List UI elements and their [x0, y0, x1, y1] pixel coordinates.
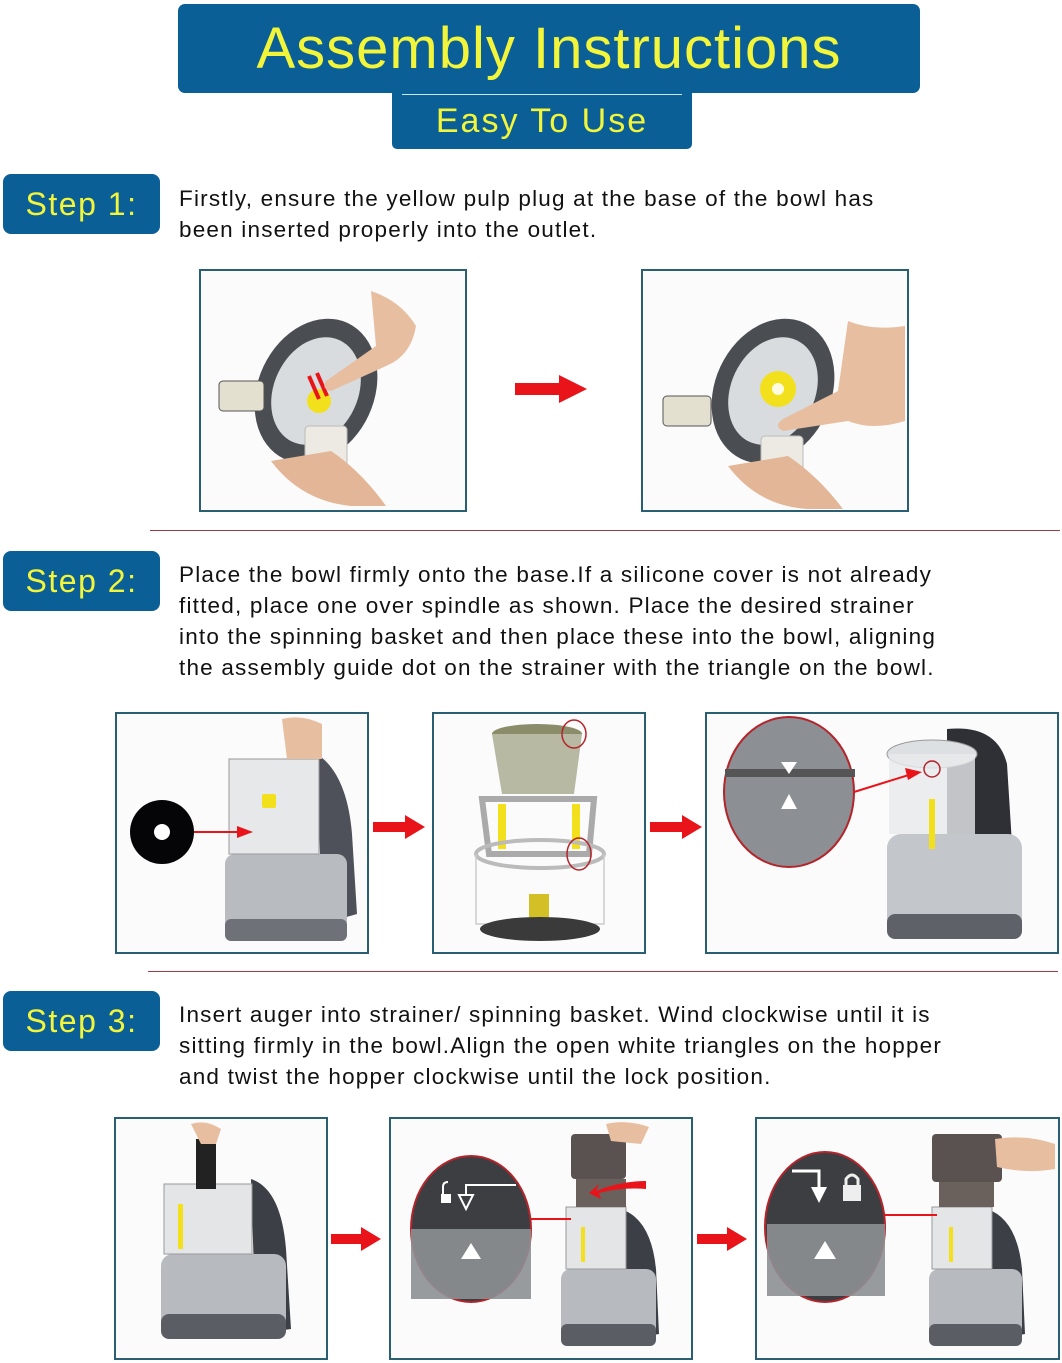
step-2-label: Step 2:: [25, 562, 138, 599]
step-3-text: Insert auger into strainer/ spinning bas…: [179, 999, 942, 1092]
step-1-line: Firstly, ensure the yellow pulp plug at …: [179, 186, 875, 211]
step-2-line: fitted, place one over spindle as shown.…: [179, 593, 915, 618]
step-2-line: Place the bowl firmly onto the base.If a…: [179, 562, 933, 587]
step-3-image-hopper-locked: [755, 1117, 1060, 1360]
step-3-line: Insert auger into strainer/ spinning bas…: [179, 1002, 931, 1027]
step-2-badge: Step 2:: [3, 551, 160, 611]
arrow-right-icon: [331, 1227, 381, 1251]
step-3-line: sitting firmly in the bowl.Align the ope…: [179, 1033, 943, 1058]
step-3-label: Step 3:: [25, 1002, 138, 1039]
step-3-line: and twist the hopper clockwise until the…: [179, 1064, 772, 1089]
section-divider: [148, 971, 1058, 972]
step-2-image-strainer-exploded: [432, 712, 646, 954]
title-banner: Assembly Instructions: [178, 4, 920, 93]
step-3-badge: Step 3:: [3, 991, 160, 1051]
step-2-line: the assembly guide dot on the strainer w…: [179, 655, 935, 680]
bowl-base-photo-icon: [201, 271, 465, 510]
alignment-zoom-photo-icon: [707, 714, 1057, 952]
step-1-badge: Step 1:: [3, 174, 160, 234]
arrow-right-icon: [515, 375, 587, 403]
step-1-text: Firstly, ensure the yellow pulp plug at …: [179, 183, 874, 245]
step-3-image-hopper-align: [389, 1117, 693, 1360]
step-2-image-bowl-on-base: [115, 712, 369, 954]
step-2-text: Place the bowl firmly onto the base.If a…: [179, 559, 936, 683]
step-1-label: Step 1:: [25, 185, 138, 222]
arrow-right-icon: [650, 815, 702, 839]
juicer-base-photo-icon: [117, 714, 367, 952]
page-title: Assembly Instructions: [256, 16, 842, 81]
bowl-base-plug-inserted-icon: [643, 271, 907, 510]
subtitle-banner: Easy To Use: [392, 93, 692, 149]
auger-insert-photo-icon: [116, 1119, 326, 1358]
arrow-right-icon: [697, 1227, 747, 1251]
step-3-image-auger-insert: [114, 1117, 328, 1360]
strainer-basket-photo-icon: [434, 714, 644, 952]
page-subtitle: Easy To Use: [435, 101, 649, 140]
step-2-image-strainer-alignment: [705, 712, 1059, 954]
step-1-line: been inserted properly into the outlet.: [179, 217, 598, 242]
step-2-line: into the spinning basket and then place …: [179, 624, 937, 649]
arrow-right-icon: [373, 815, 425, 839]
step-1-image-after: [641, 269, 909, 512]
section-divider: [150, 530, 1060, 531]
hopper-locked-photo-icon: [757, 1119, 1058, 1358]
step-1-image-before: [199, 269, 467, 512]
unlock-icon: [441, 1181, 451, 1203]
lock-icon: [843, 1173, 861, 1201]
hopper-unlock-photo-icon: [391, 1119, 691, 1358]
